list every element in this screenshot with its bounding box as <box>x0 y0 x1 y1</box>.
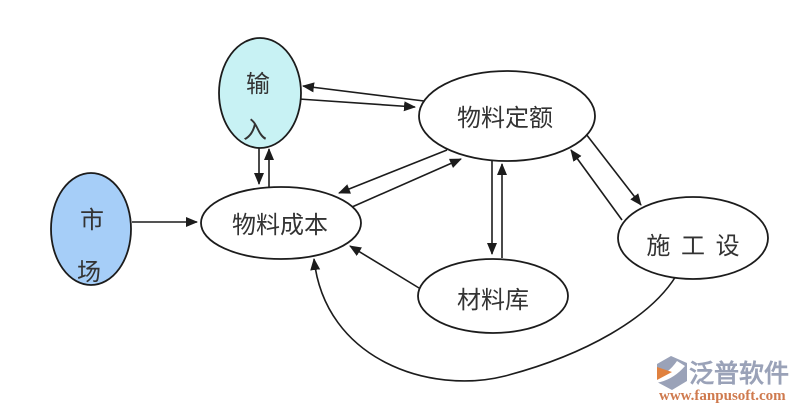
material-quota-label: 物料定额 <box>457 105 553 132</box>
material-warehouse-ellipse <box>417 258 569 334</box>
arrow-quota-to-equipment <box>585 133 642 206</box>
material-cost-label: 物料成本 <box>232 212 328 239</box>
arrow-input-to-quota <box>298 98 416 112</box>
node-material-warehouse: 材料库 <box>417 258 569 334</box>
material-warehouse-label: 材料库 <box>457 287 529 314</box>
node-input: 输 入 <box>218 37 302 149</box>
arrow-quota-to-input <box>302 82 425 102</box>
fanpu-logo-icon <box>656 356 687 390</box>
watermark: 泛普软件 www.fanpusoft.com <box>656 356 789 404</box>
node-material-cost: 物料成本 <box>200 186 362 260</box>
arrow-equipment-to-quota <box>570 149 623 221</box>
arrow-warehouse-to-cost <box>349 245 420 289</box>
node-material-quota: 物料定额 <box>418 70 596 162</box>
node-construction-equipment: 施 工 设 <box>617 196 769 280</box>
arrow-cost-to-quota <box>351 158 462 208</box>
market-ellipse <box>50 172 132 286</box>
market-label-line2: 场 <box>77 259 101 286</box>
node-market: 市 场 <box>50 172 132 286</box>
material-cost-ellipse <box>200 186 362 260</box>
construction-equipment-label: 施 工 设 <box>646 233 741 260</box>
material-quota-ellipse <box>418 70 596 162</box>
market-label-line1: 市 <box>80 207 104 234</box>
watermark-brand: 泛普软件 <box>689 359 789 388</box>
input-ellipse <box>218 37 302 149</box>
arrow-equipment-to-cost-curve <box>310 258 677 382</box>
arrow-quota-to-cost <box>338 149 448 194</box>
construction-equipment-ellipse <box>617 196 769 280</box>
watermark-url: www.fanpusoft.com <box>659 388 786 404</box>
input-label-line2: 入 <box>243 117 267 144</box>
input-label-line1: 输 <box>246 71 270 98</box>
